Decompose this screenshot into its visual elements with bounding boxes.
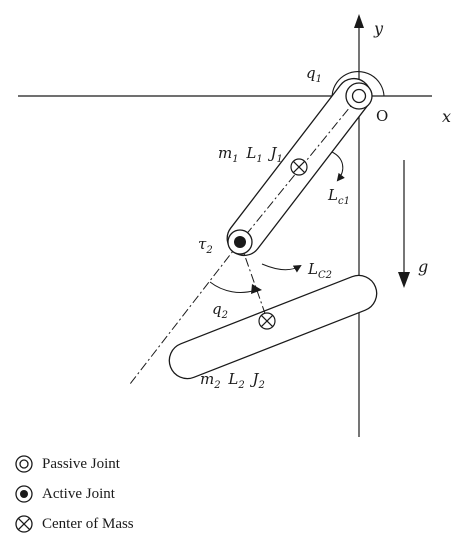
link1-parameters-label: m1 L1 J1 <box>218 144 283 166</box>
link2-parameters-label: m2 L2 J2 <box>200 370 265 392</box>
y-axis-label: y <box>373 19 384 38</box>
lc2-pointer-icon <box>261 263 302 273</box>
gravity-arrow-head-icon <box>398 272 410 288</box>
passive-joint-icon <box>15 455 33 473</box>
center-of-mass-icon <box>15 515 33 533</box>
legend-label: Center of Mass <box>42 515 134 532</box>
legend-item-center-of-mass: Center of Mass <box>14 514 134 534</box>
x-axis-label: x <box>442 107 451 126</box>
q2-label: q2 <box>212 300 228 321</box>
lc1-pointer-icon <box>331 151 345 182</box>
center-of-mass-icon <box>258 312 276 330</box>
lc2-label: LC2 <box>307 260 332 281</box>
center-of-mass-icon <box>290 158 308 176</box>
legend-label: Active Joint <box>42 485 115 502</box>
q2-arc-arrow-icon <box>251 284 262 294</box>
legend-item-active-joint: Active Joint <box>14 484 115 504</box>
q1-label: q1 <box>306 64 322 85</box>
link1-extension-line <box>129 241 241 385</box>
origin-label: O <box>376 107 388 125</box>
link1-centerline <box>239 95 360 243</box>
active-joint-icon <box>227 229 253 255</box>
legend-item-passive-joint: Passive Joint <box>14 454 120 474</box>
active-joint-icon <box>15 485 33 503</box>
q2-angle-arc <box>209 281 257 293</box>
gravity-label: g <box>418 257 428 276</box>
y-axis-arrow-icon <box>354 14 364 28</box>
legend-label: Passive Joint <box>42 455 120 472</box>
link2-centerline <box>239 241 269 323</box>
passive-joint-icon <box>345 82 373 110</box>
lc1-label: Lc1 <box>327 186 350 207</box>
tau2-label: τ2 <box>198 235 213 256</box>
